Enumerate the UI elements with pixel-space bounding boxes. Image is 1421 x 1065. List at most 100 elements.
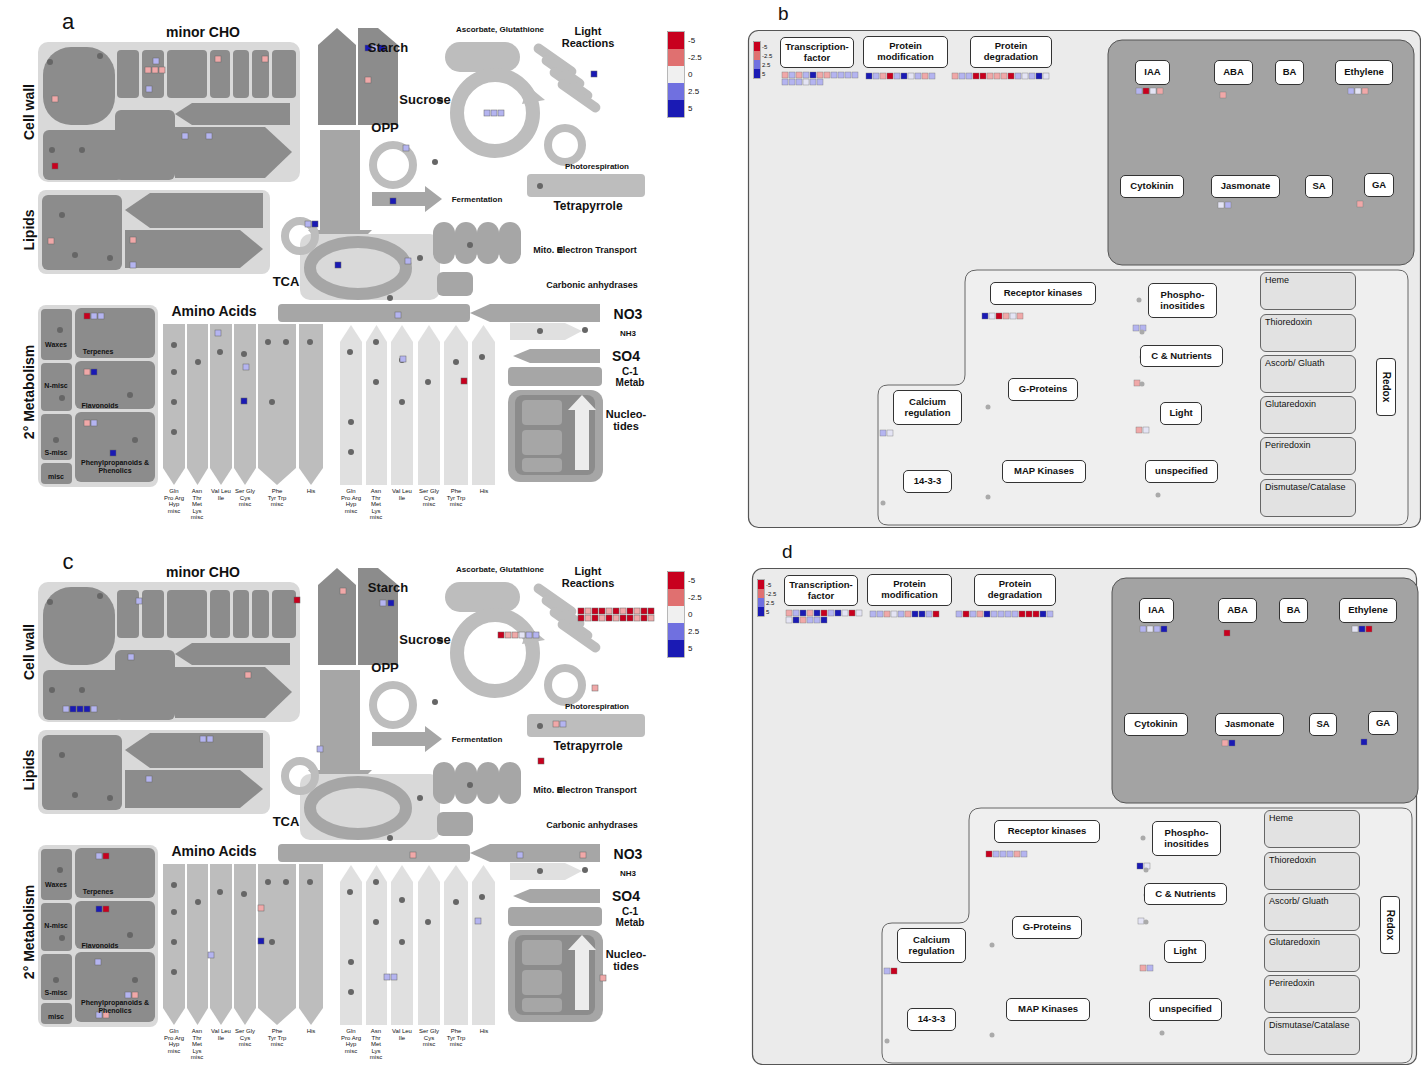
gene-dot	[127, 392, 133, 398]
gene-square	[810, 72, 816, 78]
hormone-box: BA	[1275, 60, 1304, 85]
gene-dot	[79, 687, 85, 693]
gene-dot	[171, 939, 177, 945]
category-label: Thioredoxin	[1265, 317, 1312, 327]
pathway-label: Cell wall	[22, 624, 37, 680]
legend-swatch	[668, 49, 684, 66]
category-label: Dismutase/Catalase	[1269, 1020, 1350, 1030]
category-label: G-Proteins	[1023, 922, 1072, 933]
category-label: Protein degradation	[974, 41, 1048, 63]
gene-square	[400, 356, 406, 362]
category-label: Light	[1173, 946, 1196, 957]
gene-square	[959, 73, 965, 79]
thylakoid	[556, 78, 603, 115]
pathway-arrow	[522, 86, 545, 104]
category-box: Receptor kinases	[994, 820, 1100, 843]
hormone-box: Jasmonate	[1211, 175, 1280, 198]
gene-square	[1352, 626, 1358, 632]
redox-box: Glutaredoxin	[1260, 396, 1356, 434]
pathway-arrow	[318, 28, 356, 125]
pathway-label: Val Leu Ile	[211, 1028, 231, 1041]
amino-acid-column	[391, 325, 413, 485]
gene-square	[1136, 88, 1142, 94]
gene-square	[1348, 88, 1354, 94]
gene-dot	[97, 53, 103, 59]
gene-dot	[1160, 1031, 1165, 1036]
gene-square	[96, 853, 102, 859]
redox-box: Thioredoxin	[1264, 852, 1360, 890]
gene-square	[512, 632, 518, 638]
amino-acid-column	[418, 325, 440, 485]
gene-dot	[582, 327, 588, 333]
redox-box: Ascorb/ Gluath	[1264, 893, 1360, 931]
pathway-block	[300, 234, 440, 300]
pathway-block	[252, 590, 269, 638]
legend-frame	[668, 572, 685, 658]
gene-dot	[171, 429, 177, 435]
gene-dot	[990, 943, 995, 948]
gene-dot	[417, 795, 423, 801]
pathway-arrow	[372, 186, 442, 212]
amino-acid-column	[418, 865, 440, 1025]
pathway-label: Carbonic anhydrases	[546, 821, 638, 831]
gene-square	[585, 608, 591, 614]
pathway-arrow	[513, 889, 600, 903]
gene-square	[933, 611, 939, 617]
gene-dot	[347, 889, 353, 895]
legend-swatch	[754, 60, 760, 69]
gene-square	[986, 851, 992, 857]
pathway-block	[508, 367, 602, 386]
gene-square	[1224, 630, 1230, 636]
gene-square	[380, 600, 386, 606]
gene-square	[533, 632, 539, 638]
gene-square	[159, 67, 165, 73]
pathway-arrow	[125, 230, 263, 268]
legend-label: 2.5	[688, 87, 699, 96]
pathway-block	[508, 390, 603, 482]
pathway-block	[75, 848, 155, 898]
cycle-ring	[285, 761, 315, 791]
gene-square	[461, 378, 467, 384]
gene-square	[1161, 626, 1167, 632]
category-label: Ethylene	[1344, 67, 1384, 78]
category-box: MAP Kinases	[1002, 460, 1086, 483]
gene-dot	[373, 919, 379, 925]
gene-dot	[1141, 836, 1146, 841]
pathway-arrow	[510, 863, 582, 880]
pathway-block	[437, 812, 473, 836]
gene-dot	[132, 437, 138, 443]
gene-square	[103, 906, 109, 912]
gene-square	[591, 71, 597, 77]
gene-square	[641, 615, 647, 621]
pathway-label: Asn Thr Met Lys misc	[187, 1028, 207, 1061]
amino-acid-column	[299, 864, 323, 1025]
gene-square	[1140, 965, 1146, 971]
category-box: MAP Kinases	[1006, 998, 1090, 1021]
panel-letter: d	[782, 541, 793, 563]
cycle-ring	[310, 242, 406, 294]
pathway-label: Ascorbate, Glutathione	[456, 566, 544, 575]
gene-square	[1143, 427, 1149, 433]
gene-square	[1140, 626, 1146, 632]
pathway-label: Terpenes	[83, 888, 114, 896]
gene-square	[873, 73, 879, 79]
panel: bTranscription- factorProtein modificati…	[748, 30, 1421, 528]
pathway-block	[522, 400, 562, 425]
pathway-label: TCA	[273, 815, 300, 829]
gene-square	[821, 610, 827, 616]
pathway-label: Ser Gly Cys misc	[419, 488, 439, 508]
legend-label: 2.5	[766, 599, 774, 606]
gene-square	[831, 72, 837, 78]
amino-acid-column	[163, 324, 185, 485]
category-label: Transcription- factor	[784, 42, 850, 64]
category-label: Jasmonate	[1225, 719, 1275, 730]
gene-square	[84, 369, 90, 375]
pathway-block	[522, 458, 562, 472]
pathway-block	[445, 42, 520, 72]
pathway-block	[38, 190, 270, 274]
pathway-block	[445, 582, 520, 612]
gene-square	[207, 736, 213, 742]
gene-square	[103, 853, 109, 859]
legend-swatch	[758, 580, 764, 589]
gene-square	[887, 73, 893, 79]
